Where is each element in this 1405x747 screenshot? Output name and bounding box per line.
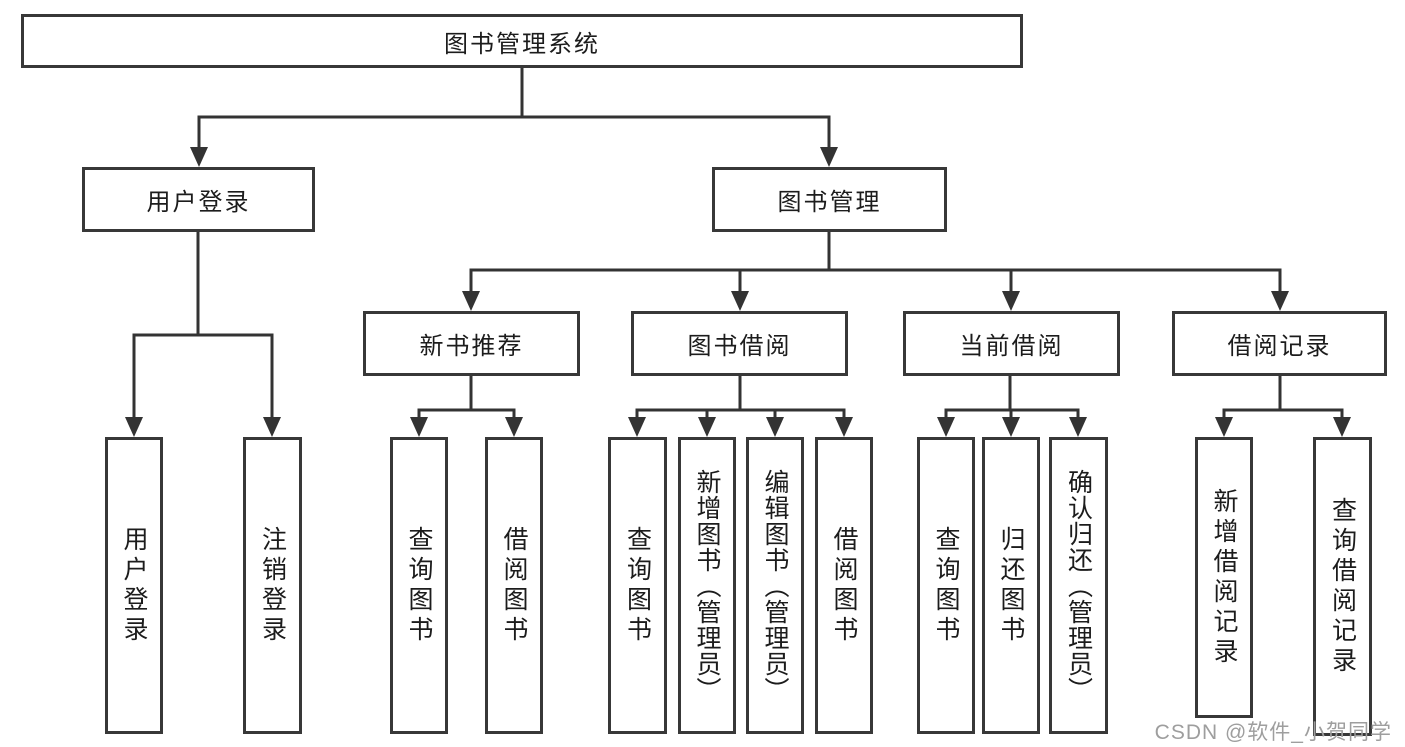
leaf-query-books-current: 查询图书 bbox=[917, 437, 975, 734]
leaf-query-books-borrow: 查询图书 bbox=[608, 437, 667, 734]
leaf-add-borrow-record: 新增借阅记录 bbox=[1195, 437, 1253, 718]
arrowhead-icon bbox=[937, 417, 955, 437]
node-current-borrow: 当前借阅 bbox=[903, 311, 1120, 376]
leaf-return-books: 归还图书 bbox=[982, 437, 1040, 734]
leaf-add-books-admin: 新增图书（管理员） bbox=[678, 437, 736, 734]
arrowhead-icon bbox=[698, 417, 716, 437]
node-root-system: 图书管理系统 bbox=[21, 14, 1023, 68]
arrowhead-icon bbox=[1002, 291, 1020, 311]
arrowheads bbox=[125, 147, 1351, 437]
node-book-management: 图书管理 bbox=[712, 167, 947, 232]
arrowhead-icon bbox=[1215, 417, 1233, 437]
arrowhead-icon bbox=[820, 147, 838, 167]
arrowhead-icon bbox=[125, 417, 143, 437]
node-new-book-recommend: 新书推荐 bbox=[363, 311, 580, 376]
leaf-edit-books-admin: 编辑图书（管理员） bbox=[746, 437, 804, 734]
arrowhead-icon bbox=[462, 291, 480, 311]
leaf-query-books-recommend: 查询图书 bbox=[390, 437, 448, 734]
arrowhead-icon bbox=[505, 417, 523, 437]
arrowhead-icon bbox=[263, 417, 281, 437]
arrowhead-icon bbox=[1069, 417, 1087, 437]
arrowhead-icon bbox=[766, 417, 784, 437]
leaf-logout: 注销登录 bbox=[243, 437, 302, 734]
leaf-borrow-books-recommend: 借阅图书 bbox=[485, 437, 543, 734]
leaf-confirm-return-admin: 确认归还（管理员） bbox=[1049, 437, 1108, 734]
arrowhead-icon bbox=[190, 147, 208, 167]
node-book-borrow: 图书借阅 bbox=[631, 311, 848, 376]
leaf-user-login: 用户登录 bbox=[105, 437, 163, 734]
arrowhead-icon bbox=[731, 291, 749, 311]
node-user-login: 用户登录 bbox=[82, 167, 315, 232]
arrowhead-icon bbox=[835, 417, 853, 437]
leaf-borrow-books: 借阅图书 bbox=[815, 437, 873, 734]
arrowhead-icon bbox=[1333, 417, 1351, 437]
connector-path bbox=[132, 66, 1344, 421]
arrowhead-icon bbox=[1271, 291, 1289, 311]
arrowhead-icon bbox=[410, 417, 428, 437]
watermark: CSDN @软件_小贺同学 bbox=[1154, 721, 1392, 744]
arrowhead-icon bbox=[628, 417, 646, 437]
node-borrow-records: 借阅记录 bbox=[1172, 311, 1387, 376]
arrowhead-icon bbox=[1002, 417, 1020, 437]
leaf-query-borrow-record: 查询借阅记录 bbox=[1313, 437, 1372, 736]
